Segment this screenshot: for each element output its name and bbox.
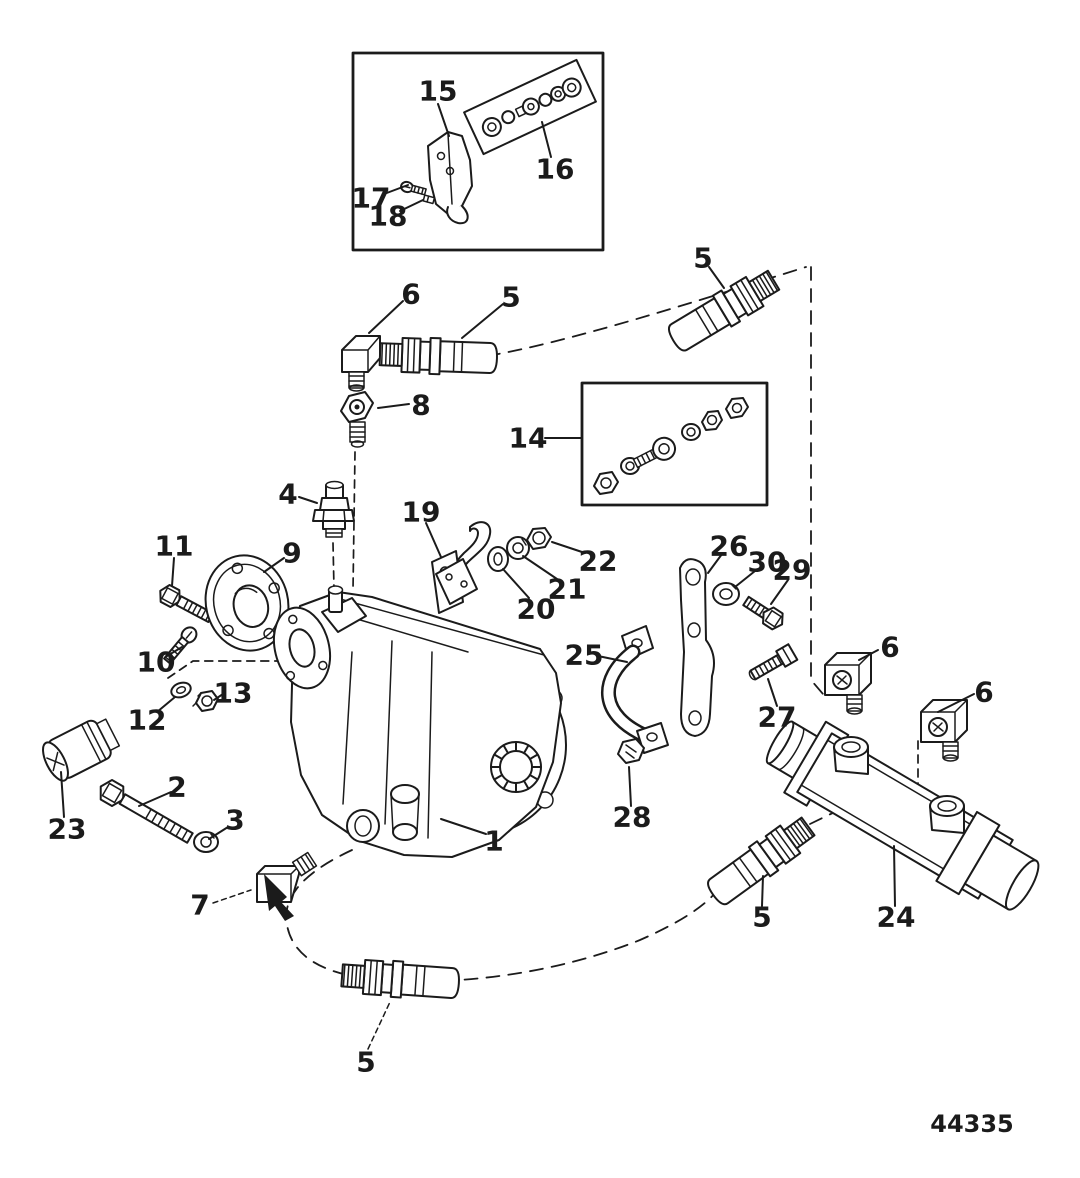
callout-30: 30 [748,546,787,579]
callout-7: 7 [190,889,209,922]
figure-number: 44335 [930,1110,1014,1138]
part-1-transmission [272,558,567,858]
callout-27: 27 [758,701,797,734]
callout-19: 19 [402,496,441,529]
part-12-washer [170,681,192,699]
part-9-flange [204,554,290,652]
callout-6: 6 [401,278,420,311]
flow-arrow-icon [264,874,294,921]
part-5-hose-connector-top [378,336,498,376]
part-14-fitting-kit [593,397,749,495]
callout-6: 6 [880,631,899,664]
callout-22: 22 [579,545,618,578]
part-6-elbow-fitting-top [341,335,381,392]
part-17-screw [400,180,427,196]
callout-5: 5 [356,1046,375,1079]
callout-6: 6 [974,676,993,709]
callout-28: 28 [613,801,652,834]
callout-4: 4 [278,478,297,511]
spline-teeth [490,741,542,793]
part-13-nut [192,690,219,712]
part-26-clamp-strap [679,558,715,737]
part-20-washer [487,546,509,572]
part-5-hose-connector-bottom [340,958,460,1000]
cooler-port-rear [929,795,965,834]
callout-5: 5 [752,901,771,934]
part-4-sender [312,480,355,538]
part-11-bolt [159,584,214,624]
cooler-port-front [833,736,869,775]
callout-11: 11 [155,530,194,563]
part-7-fitting-with-arrow [256,851,318,921]
part-24-oil-cooler [765,720,1040,911]
callout-13: 13 [214,677,253,710]
inset-box-fitting-kit [580,381,769,507]
part-16-fitting-strip [463,58,597,156]
part-22-nut [526,527,552,550]
part-5-hose-connector-cooler [707,816,816,906]
part-6-cube-fitting-lower [920,699,968,762]
callout-17: 17 [352,182,391,215]
callout-15: 15 [419,75,458,108]
callout-2: 2 [167,771,186,804]
callout-21: 21 [548,573,587,606]
part-8-fitting [340,391,374,448]
callout-1: 1 [484,825,503,858]
part-27-screw [748,643,799,681]
callout-8: 8 [411,389,430,422]
part-6-cube-fitting-upper [824,652,872,715]
callout-26: 26 [710,530,749,563]
callout-10: 10 [137,646,176,679]
callout-18: 18 [369,200,408,233]
part-18-pin [422,194,436,205]
callout-16: 16 [536,153,575,186]
part-29-bolt [742,595,784,631]
part-25-clamp-half [601,625,669,754]
part-21-lock-washer [506,536,530,560]
inset-box-bracket-kit [351,51,605,252]
callout-12: 12 [128,704,167,737]
callout-3: 3 [225,804,244,837]
callout-24: 24 [877,901,916,934]
leader-lines [60,103,975,1050]
callout-29: 29 [773,554,812,587]
callout-labels: 1234555566678910111213141516171819202122… [48,75,994,1079]
part-28-plug [617,738,645,764]
part-5-hose-connector-upper-right [667,269,781,352]
part-2-bolt [99,778,194,844]
callout-5: 5 [501,281,520,314]
part-15-bracket [427,131,473,225]
callout-9: 9 [282,537,301,570]
callout-14: 14 [509,422,548,455]
callout-23: 23 [48,813,87,846]
callout-20: 20 [517,593,556,626]
callout-5: 5 [693,242,712,275]
part-23-plug [42,718,121,782]
callout-25: 25 [565,639,604,672]
